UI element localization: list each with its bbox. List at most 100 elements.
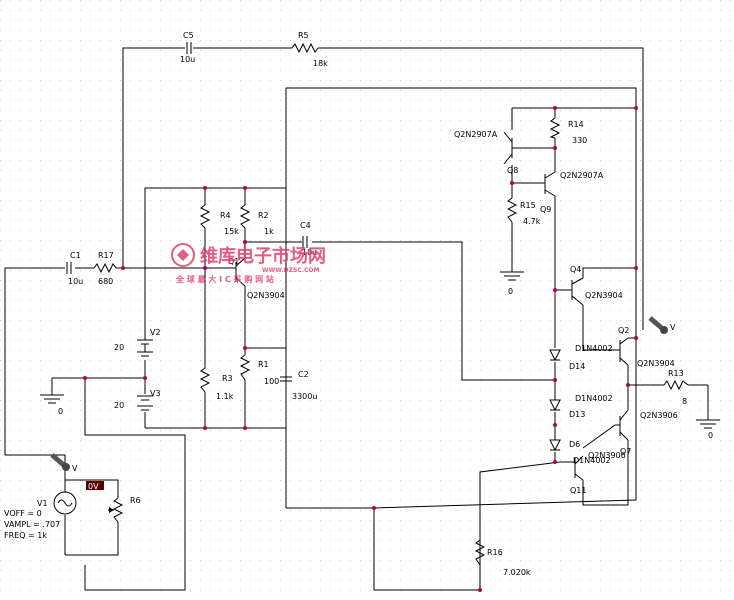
d13-model: D1N4002 <box>575 394 613 403</box>
q1-ref: Q1 <box>228 257 239 266</box>
ground-label: 0 <box>58 407 63 416</box>
r2-ref: R2 <box>258 211 269 220</box>
d6-ref: D6 <box>569 440 580 449</box>
resistor-r13-symbol <box>663 379 689 391</box>
transistor-q8-symbol <box>503 131 520 165</box>
wires <box>4 47 709 591</box>
battery-v3-symbol <box>137 395 153 411</box>
r17-ref: R17 <box>98 251 114 260</box>
q8-model: Q2N2907A <box>454 130 498 139</box>
watermark-url: WWW.DZSC.COM <box>262 267 319 274</box>
sine-source-v1-symbol <box>53 491 77 515</box>
v2-ref: V2 <box>150 328 161 337</box>
ground-symbol <box>500 271 524 281</box>
ground-symbol <box>40 394 64 404</box>
r17-value: 680 <box>98 277 113 286</box>
d14-ref: D14 <box>569 362 585 371</box>
q1-model: Q2N3904 <box>247 291 285 300</box>
capacitor-c2-symbol <box>280 376 292 382</box>
r5-value: 18k <box>313 59 328 68</box>
diode-d6-symbol <box>549 439 561 452</box>
r4-ref: R4 <box>220 211 231 220</box>
capacitor-c4-symbol <box>302 236 308 248</box>
d14-model: D1N4002 <box>575 344 613 353</box>
c2-ref: C2 <box>298 370 309 379</box>
r16-value: 7.020k <box>503 568 531 577</box>
c5-value: 10u <box>180 55 195 64</box>
diode-d14-symbol <box>549 349 561 362</box>
transistor-q9-symbol <box>544 171 556 197</box>
r15-value: 4.7k <box>523 217 541 226</box>
d6-model: D1N4002 <box>573 456 611 465</box>
v1-voff: VOFF = 0 <box>4 509 42 518</box>
resistor-r4-symbol <box>199 204 211 229</box>
v2-value: 20 <box>114 343 124 352</box>
c4-ref: C4 <box>300 221 311 230</box>
c1-value: 10u <box>68 277 83 286</box>
r5-ref: R5 <box>298 31 309 40</box>
resistor-r15-symbol <box>506 197 518 223</box>
probe-label: V <box>72 464 78 473</box>
r1-value: 100 <box>264 377 279 386</box>
capacitor-c5-symbol <box>186 42 192 54</box>
q8-ref: Q8 <box>507 166 518 175</box>
voltage-marker-box <box>86 481 104 490</box>
resistor-r14-symbol <box>549 117 561 139</box>
transistor-q2-symbol <box>615 337 629 366</box>
v3-value: 20 <box>114 401 124 410</box>
resistor-r16-symbol <box>474 539 486 566</box>
r13-value: 8 <box>682 397 687 406</box>
transistor-q7-symbol <box>615 409 629 441</box>
c5-ref: C5 <box>183 31 194 40</box>
r14-value: 330 <box>572 136 587 145</box>
q11-model: Q2N3906 <box>588 451 626 460</box>
r15-ref: R15 <box>520 201 536 210</box>
resistor-r3-symbol <box>199 367 211 393</box>
watermark: 维库电子市场网 WWW.DZSC.COM 全 球 最 大 I C 采 购 网 站 <box>171 243 326 284</box>
ground-label: 0 <box>708 431 713 440</box>
r13-ref: R13 <box>668 369 684 378</box>
q9-model: Q2N2907A <box>560 171 604 180</box>
r2-value: 1k <box>264 227 274 236</box>
capacitor-c1-symbol <box>66 262 72 274</box>
ground-label: 0 <box>508 287 513 296</box>
r3-value: 1.1k <box>216 392 234 401</box>
d13-ref: D13 <box>569 410 585 419</box>
r14-ref: R14 <box>568 120 584 129</box>
voltage-probe-icon <box>50 453 70 471</box>
transistor-q4-symbol <box>571 277 584 306</box>
watermark-cn: 维库电子市场网 <box>200 245 326 267</box>
q11-ref: Q11 <box>570 486 586 495</box>
voltage-probe-icon <box>648 316 668 334</box>
transistor-q1-symbol <box>230 257 246 287</box>
q7-model: Q2N3906 <box>640 411 678 420</box>
transistor-q11-symbol <box>560 455 584 481</box>
q9-ref: Q9 <box>540 205 551 214</box>
c1-ref: C1 <box>70 251 81 260</box>
c4-value: 10u <box>302 248 317 257</box>
junction-dots <box>83 106 638 592</box>
watermark-sub: 全 球 最 大 I C 采 购 网 站 <box>175 274 274 284</box>
voltage-marker-text: 0V <box>88 482 99 491</box>
v1-vampl: VAMPL = .707 <box>4 520 60 529</box>
r16-ref: R16 <box>487 548 503 557</box>
diode-d13-symbol <box>549 399 561 412</box>
r3-ref: R3 <box>222 374 233 383</box>
v1-ref: V1 <box>37 499 48 508</box>
q7-ref: Q7 <box>620 447 631 456</box>
r6-ref: R6 <box>130 496 141 505</box>
q2-ref: Q2 <box>618 326 629 335</box>
c2-value: 3300u <box>292 392 317 401</box>
battery-v2-symbol <box>137 339 153 357</box>
resistor-r1-symbol <box>239 354 251 381</box>
probe-label: V <box>670 323 676 332</box>
watermark-logo-icon <box>171 243 195 267</box>
component-labels: C5 10u R5 18k R14 330 Q2N2907A Q8 Q2N290… <box>4 31 713 577</box>
r1-ref: R1 <box>258 360 269 369</box>
q4-model: Q2N3904 <box>585 291 623 300</box>
potentiometer-r6-symbol <box>108 497 124 523</box>
v3-ref: V3 <box>150 389 161 398</box>
resistor-r2-symbol <box>239 204 251 229</box>
